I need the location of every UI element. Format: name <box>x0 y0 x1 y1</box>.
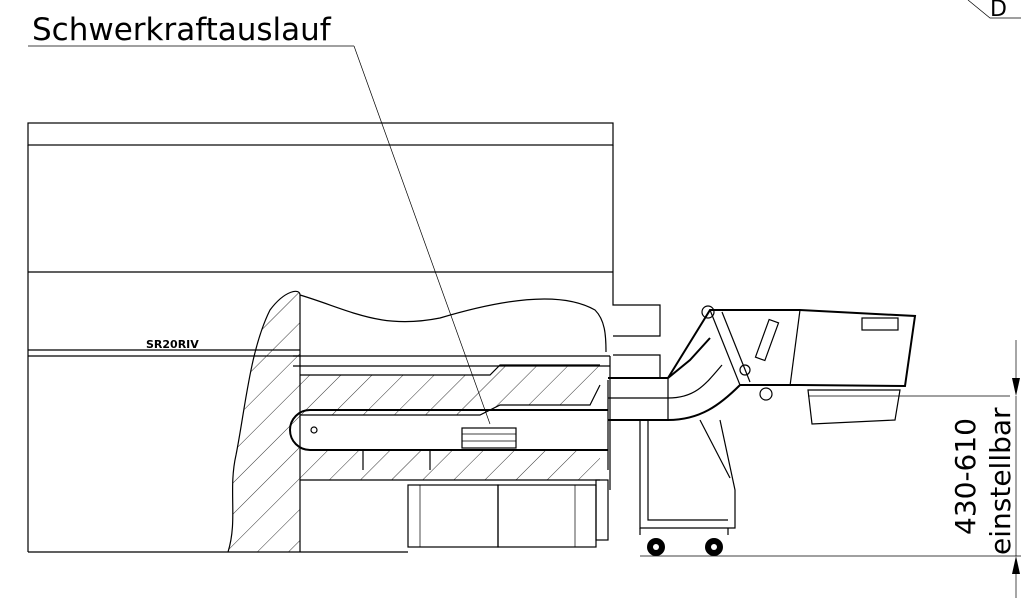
corner-tag-label: D <box>990 0 1007 22</box>
caster-wheel-right <box>705 538 723 556</box>
callout-leader <box>353 45 491 425</box>
support-stand <box>639 419 736 535</box>
conveyor-belt <box>289 380 609 470</box>
model-label: SR20RIV <box>146 338 199 351</box>
height-range-label: 430-610 <box>949 418 982 535</box>
height-adjustable-label: einstellbar <box>984 407 1017 555</box>
corner-tag-frame <box>967 0 1021 19</box>
height-dimension <box>1012 340 1020 598</box>
machine-housing <box>27 122 661 553</box>
feed-unit <box>667 305 1010 425</box>
caster-wheel-left <box>647 538 665 556</box>
callout-label: Schwerkraftauslauf <box>32 12 332 48</box>
lower-frame <box>407 479 609 548</box>
outlet-chute <box>608 337 741 421</box>
